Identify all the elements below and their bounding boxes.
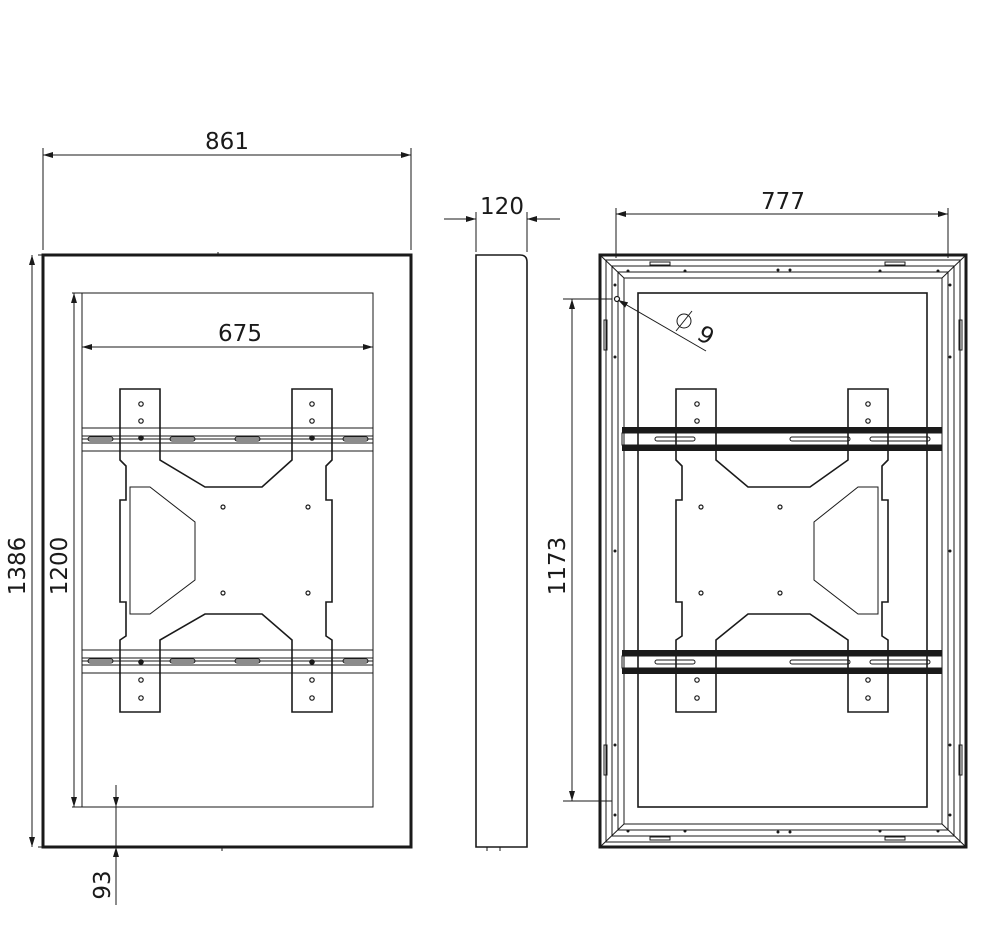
rear-inner-opening — [637, 292, 928, 808]
rear-lower-rail — [621, 650, 943, 674]
dim-label-120: 120 — [480, 194, 524, 220]
dim-rear-width: 777 — [615, 189, 949, 258]
dim-label-1173: 1173 — [545, 537, 571, 596]
dim-bottom-offset: 93 — [90, 785, 119, 905]
dim-label-93: 93 — [90, 870, 116, 899]
front-bracket-holes — [138, 401, 315, 701]
front-bracket-plate — [119, 388, 333, 713]
dim-label-1200: 1200 — [47, 537, 73, 596]
diameter-symbol — [676, 313, 692, 329]
dim-label-9: 9 — [693, 321, 719, 351]
rear-view: 777 1173 9 — [545, 189, 968, 849]
side-profile — [475, 254, 528, 848]
dim-overall-width: 861 — [42, 129, 412, 250]
front-view: 861 675 1386 1200 93 — [5, 129, 413, 905]
dim-label-861: 861 — [205, 129, 249, 155]
front-outer-frame — [41, 253, 413, 849]
dim-label-777: 777 — [761, 189, 805, 215]
dim-opening-width: 675 — [82, 321, 373, 350]
front-bracket-cutout — [129, 486, 196, 615]
dim-rear-height: 1173 — [545, 298, 612, 802]
front-upper-rail — [81, 427, 374, 452]
rear-upper-rail — [621, 427, 943, 451]
dim-hole-diameter: 9 — [613, 295, 719, 352]
rear-outer-frame — [598, 253, 968, 849]
dim-label-1386: 1386 — [5, 537, 31, 596]
dim-label-675: 675 — [218, 321, 262, 347]
front-opening — [81, 292, 374, 808]
dim-overall-height: 1386 — [5, 254, 43, 848]
side-view: 120 — [444, 194, 560, 851]
front-lower-rail — [81, 649, 374, 674]
rear-bracket-holes — [694, 401, 871, 701]
dim-opening-height: 1200 — [47, 292, 82, 808]
rear-bracket-plate — [675, 388, 889, 713]
dim-depth: 120 — [444, 194, 560, 252]
rear-bracket-cutout — [813, 486, 879, 615]
rear-edge-holes — [603, 261, 963, 841]
